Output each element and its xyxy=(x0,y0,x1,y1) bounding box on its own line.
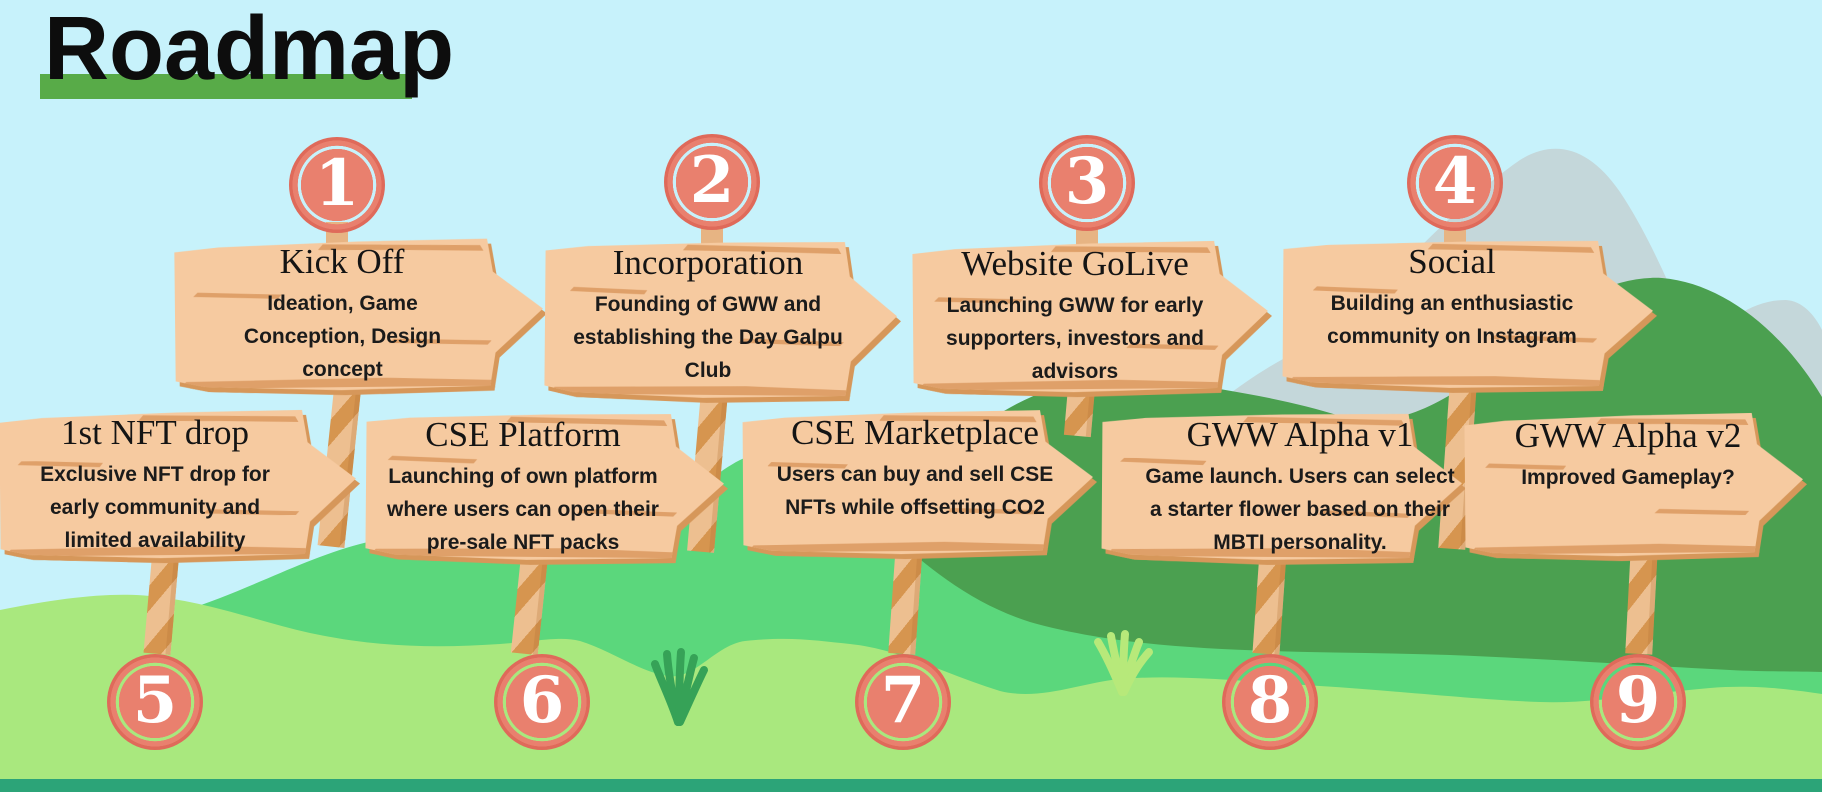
milestone-description: Game launch. Users can select a starter … xyxy=(1145,465,1455,555)
milestone-number-badge: 5 xyxy=(107,654,203,750)
heading-underline xyxy=(40,74,412,99)
bottom-teal-strip xyxy=(0,779,1822,792)
milestone-description: Ideation, Game Conception, Design concep… xyxy=(243,292,442,382)
milestone-number-badge: 3 xyxy=(1039,135,1135,231)
milestone-number-badge: 2 xyxy=(664,134,760,230)
milestone-description: Improved Gameplay? xyxy=(1521,466,1735,489)
milestone-number: 5 xyxy=(132,663,178,738)
milestone-number-badge: 4 xyxy=(1407,135,1503,231)
milestone-number-badge: 7 xyxy=(855,654,951,750)
milestone-description: Founding of GWW and establishing the Day… xyxy=(573,293,843,383)
milestone-title: Incorporation xyxy=(612,243,804,282)
milestone-title: CSE Marketplace xyxy=(791,413,1039,452)
milestone-number-badge: 6 xyxy=(494,654,590,750)
milestone-description: Exclusive NFT drop for early community a… xyxy=(40,463,270,553)
grass-tuft-dark xyxy=(651,648,708,726)
milestone-number: 7 xyxy=(880,663,926,738)
milestone-title: CSE Platform xyxy=(425,415,621,454)
milestone-number: 2 xyxy=(689,143,735,218)
milestone-description: Building an enthusiastic community on In… xyxy=(1327,292,1577,349)
signpost-pole xyxy=(1625,547,1658,655)
page-title: Roadmap xyxy=(44,0,455,99)
milestone-title: 1st NFT drop xyxy=(61,413,249,452)
milestone-title: Website GoLive xyxy=(961,244,1189,283)
milestone-title: Social xyxy=(1408,242,1496,281)
milestone-description: Users can buy and sell CSE NFTs while of… xyxy=(776,463,1054,520)
milestone-title: GWW Alpha v1 xyxy=(1186,415,1414,454)
milestone-number-badge: 9 xyxy=(1590,654,1686,750)
milestone-number: 1 xyxy=(314,146,360,221)
grass-tuft-light xyxy=(1094,630,1153,696)
milestone-title: Kick Off xyxy=(279,242,405,281)
milestone-description: Launching of own platform where users ca… xyxy=(387,465,659,555)
milestone-title: GWW Alpha v2 xyxy=(1514,416,1742,455)
milestone-number-badge: 1 xyxy=(289,137,385,233)
milestone-number: 8 xyxy=(1247,663,1293,738)
milestone-number: 6 xyxy=(519,663,565,738)
milestone-number: 4 xyxy=(1432,144,1478,219)
milestone-number: 3 xyxy=(1064,144,1110,219)
milestone-number-badge: 8 xyxy=(1222,654,1318,750)
milestone-number: 9 xyxy=(1615,663,1661,738)
milestone-description: Launching GWW for early supporters, inve… xyxy=(946,294,1204,384)
wood-scratch xyxy=(1654,508,1749,516)
